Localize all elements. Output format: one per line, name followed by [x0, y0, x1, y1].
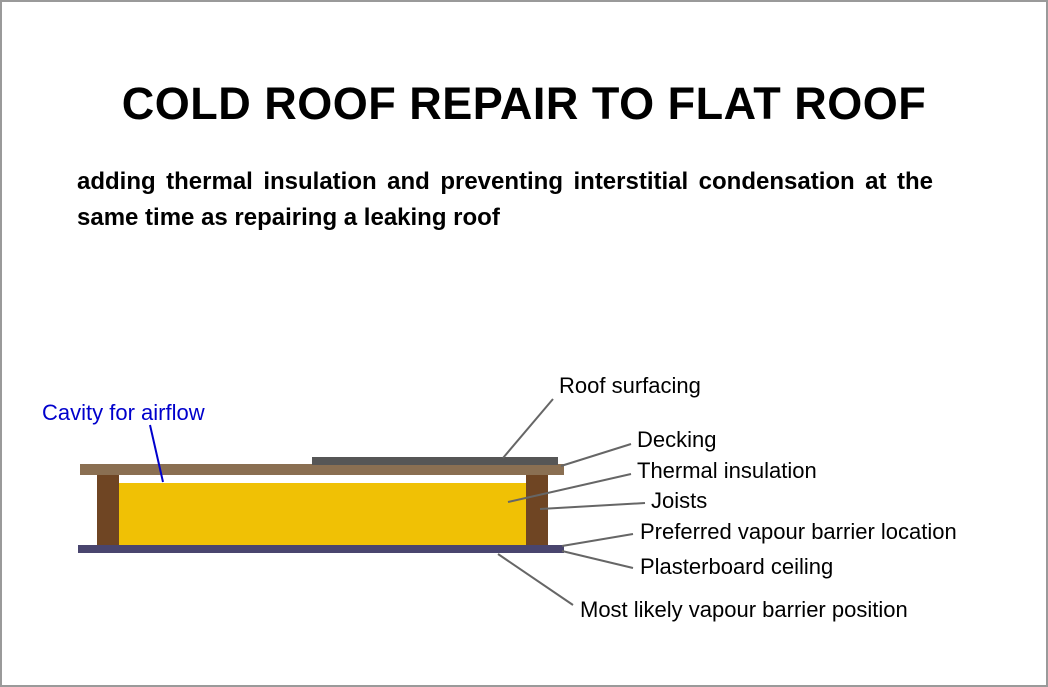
- plasterboard-bar: [78, 545, 564, 553]
- insulation-fill: [119, 483, 526, 545]
- label-plasterboard-ceiling: Plasterboard ceiling: [640, 554, 834, 579]
- plasterboard-ceiling-leader-line: [561, 550, 634, 569]
- decking-bar: [80, 464, 564, 475]
- label-preferred-vapour-barrier-location: Preferred vapour barrier location: [640, 519, 957, 544]
- label-roof-surfacing: Roof surfacing: [559, 373, 701, 398]
- preferred-vapour-barrier-leader-line: [561, 533, 634, 547]
- page-title: COLD ROOF REPAIR TO FLAT ROOF: [121, 78, 927, 129]
- right-joist: [526, 475, 548, 545]
- page-subtitle: adding thermal insulation and preventing…: [77, 168, 933, 231]
- most-likely-vapour-barrier-leader-line: [497, 553, 574, 606]
- label-cavity-for-airflow: Cavity for airflow: [42, 400, 205, 425]
- label-most-likely-vapour-barrier-position: Most likely vapour barrier position: [580, 597, 908, 622]
- label-decking: Decking: [637, 427, 717, 452]
- roof-surfacing-leader-line: [502, 398, 554, 459]
- label-joists: Joists: [651, 488, 708, 513]
- label-thermal-insulation: Thermal insulation: [637, 458, 817, 483]
- left-joist: [97, 475, 119, 545]
- joists-leader-line: [539, 502, 646, 510]
- roof-surfacing-bar: [312, 457, 558, 465]
- decking-leader-line: [560, 443, 632, 467]
